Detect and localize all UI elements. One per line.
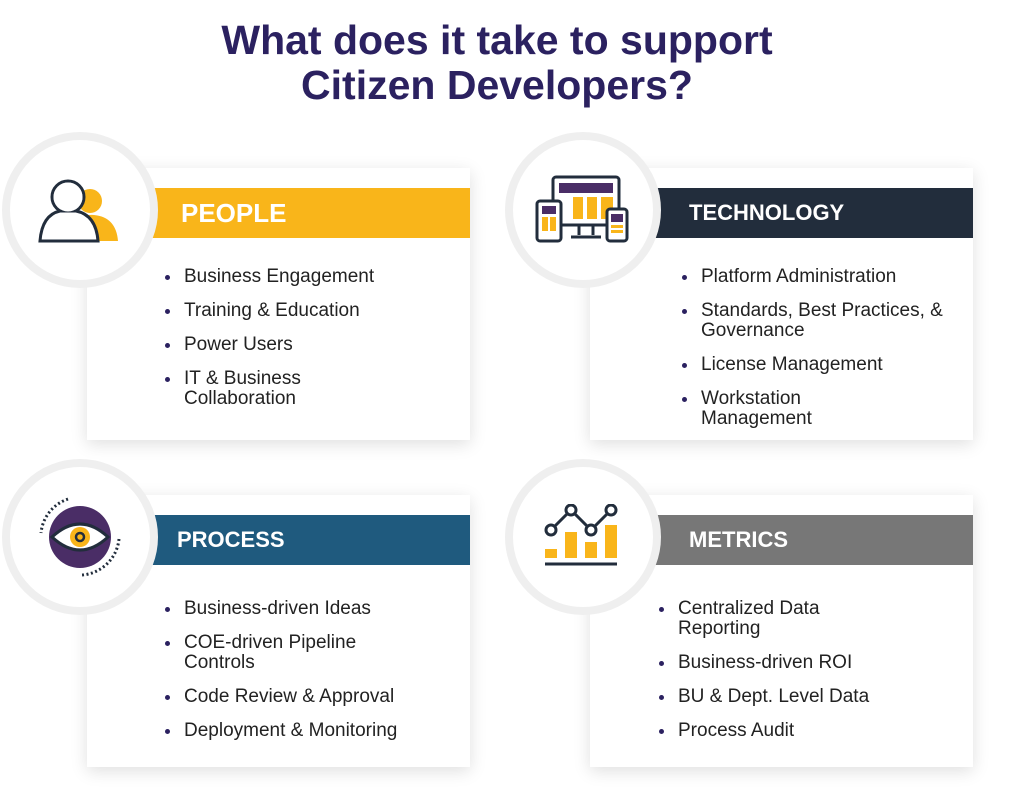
- people-icon-circle: [2, 132, 158, 288]
- metrics-label: METRICS: [689, 527, 788, 552]
- list-item: Training & Education: [165, 301, 464, 321]
- process-icon-circle: [2, 459, 158, 615]
- list-item: Workstation Management: [682, 389, 851, 429]
- list-item: Process Audit: [659, 721, 958, 741]
- devices-icon: [535, 175, 629, 243]
- list-item: IT & Business Collaboration: [165, 369, 334, 409]
- technology-label: TECHNOLOGY: [689, 200, 845, 225]
- technology-icon-circle: [505, 132, 661, 288]
- list-item: License Management: [682, 355, 961, 375]
- people-label: PEOPLE: [181, 197, 287, 228]
- list-item: Power Users: [165, 335, 464, 355]
- metrics-icon-circle: [505, 459, 661, 615]
- list-item: Centralized Data Reporting: [659, 599, 858, 639]
- process-label: PROCESS: [177, 527, 285, 552]
- title-line-1: What does it take to support: [221, 17, 773, 63]
- list-item: Business-driven Ideas: [165, 599, 464, 619]
- title-line-2: Citizen Developers?: [301, 62, 693, 108]
- list-item: Business-driven ROI: [659, 653, 958, 673]
- people-card: PEOPLE Business Engagement Training & Ed…: [87, 168, 470, 440]
- people-icon: [38, 179, 118, 243]
- chart-icon: [544, 504, 618, 566]
- list-item: Code Review & Approval: [165, 687, 464, 707]
- list-item: Deployment & Monitoring: [165, 721, 464, 741]
- list-item: Platform Administration: [682, 267, 961, 287]
- eye-icon: [39, 497, 121, 577]
- list-item: COE-driven Pipeline Controls: [165, 633, 399, 673]
- page-title: What does it take to support Citizen Dev…: [0, 18, 994, 108]
- list-item: Business Engagement: [165, 267, 464, 287]
- list-item: Standards, Best Practices, & Governance: [682, 301, 946, 341]
- list-item: BU & Dept. Level Data: [659, 687, 958, 707]
